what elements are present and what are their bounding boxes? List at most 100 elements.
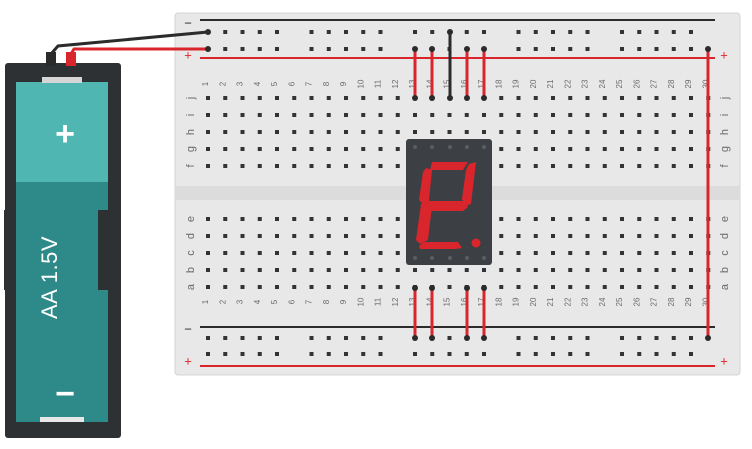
- breadboard-hole[interactable]: [275, 130, 279, 134]
- breadboard-hole[interactable]: [568, 147, 573, 151]
- breadboard-hole[interactable]: [378, 251, 383, 255]
- breadboard-hole[interactable]: [533, 352, 538, 356]
- breadboard-hole[interactable]: [516, 285, 521, 289]
- breadboard-hole[interactable]: [671, 164, 676, 168]
- breadboard-hole[interactable]: [620, 47, 624, 51]
- breadboard-hole[interactable]: [344, 47, 348, 51]
- breadboard-hole[interactable]: [447, 113, 452, 117]
- breadboard-hole[interactable]: [464, 30, 469, 34]
- breadboard-hole[interactable]: [585, 47, 590, 51]
- breadboard-hole[interactable]: [568, 285, 573, 289]
- breadboard-hole[interactable]: [671, 30, 676, 34]
- breadboard-hole[interactable]: [326, 251, 331, 255]
- breadboard-hole[interactable]: [602, 113, 607, 117]
- breadboard-hole[interactable]: [240, 96, 245, 100]
- breadboard-hole[interactable]: [654, 47, 659, 51]
- breadboard-hole[interactable]: [568, 30, 573, 34]
- breadboard-hole[interactable]: [551, 164, 555, 168]
- breadboard-hole[interactable]: [499, 251, 504, 255]
- breadboard-hole[interactable]: [654, 285, 659, 289]
- breadboard-hole[interactable]: [533, 130, 538, 134]
- breadboard-hole[interactable]: [620, 352, 624, 356]
- breadboard-hole[interactable]: [568, 217, 573, 221]
- breadboard-hole[interactable]: [533, 336, 538, 340]
- breadboard-hole[interactable]: [671, 352, 676, 356]
- breadboard-hole[interactable]: [240, 251, 245, 255]
- breadboard-hole[interactable]: [361, 217, 366, 221]
- breadboard-hole[interactable]: [292, 164, 297, 168]
- breadboard-hole[interactable]: [689, 251, 693, 255]
- breadboard-hole[interactable]: [257, 268, 262, 272]
- seven-segment-display[interactable]: [406, 139, 492, 265]
- breadboard-hole[interactable]: [413, 352, 417, 356]
- breadboard-hole[interactable]: [637, 30, 642, 34]
- breadboard-hole[interactable]: [533, 268, 538, 272]
- breadboard-hole[interactable]: [551, 234, 555, 238]
- breadboard-hole[interactable]: [585, 234, 590, 238]
- breadboard-hole[interactable]: [344, 96, 348, 100]
- breadboard-hole[interactable]: [585, 217, 590, 221]
- breadboard-hole[interactable]: [240, 147, 245, 151]
- breadboard-hole[interactable]: [671, 147, 676, 151]
- battery-negative-terminal[interactable]: [46, 52, 56, 66]
- breadboard-hole[interactable]: [654, 251, 659, 255]
- breadboard-hole[interactable]: [240, 164, 245, 168]
- breadboard-hole[interactable]: [344, 113, 348, 117]
- breadboard-hole[interactable]: [223, 352, 228, 356]
- breadboard-hole[interactable]: [206, 268, 210, 272]
- breadboard-hole[interactable]: [447, 130, 452, 134]
- breadboard-hole[interactable]: [568, 268, 573, 272]
- breadboard-hole[interactable]: [240, 285, 245, 289]
- breadboard-hole[interactable]: [326, 30, 331, 34]
- breadboard-hole[interactable]: [620, 217, 624, 221]
- breadboard-hole[interactable]: [378, 30, 383, 34]
- breadboard-hole[interactable]: [620, 285, 624, 289]
- breadboard-hole[interactable]: [275, 113, 279, 117]
- breadboard-hole[interactable]: [309, 96, 314, 100]
- breadboard-hole[interactable]: [533, 234, 538, 238]
- breadboard-hole[interactable]: [464, 130, 469, 134]
- breadboard-hole[interactable]: [257, 251, 262, 255]
- breadboard-hole[interactable]: [689, 30, 693, 34]
- breadboard-hole[interactable]: [620, 96, 624, 100]
- breadboard-hole[interactable]: [206, 336, 210, 340]
- breadboard-hole[interactable]: [430, 113, 435, 117]
- breadboard-hole[interactable]: [361, 30, 366, 34]
- breadboard-hole[interactable]: [637, 47, 642, 51]
- breadboard-hole[interactable]: [309, 234, 314, 238]
- breadboard-hole[interactable]: [568, 164, 573, 168]
- breadboard-hole[interactable]: [464, 352, 469, 356]
- breadboard-hole[interactable]: [378, 352, 383, 356]
- breadboard-hole[interactable]: [206, 234, 210, 238]
- breadboard-hole[interactable]: [499, 268, 504, 272]
- breadboard-hole[interactable]: [378, 96, 383, 100]
- breadboard-hole[interactable]: [326, 147, 331, 151]
- breadboard-hole[interactable]: [499, 130, 504, 134]
- breadboard-hole[interactable]: [654, 217, 659, 221]
- breadboard-hole[interactable]: [689, 164, 693, 168]
- breadboard-hole[interactable]: [637, 96, 642, 100]
- breadboard-hole[interactable]: [344, 285, 348, 289]
- breadboard-hole[interactable]: [620, 113, 624, 117]
- breadboard-hole[interactable]: [361, 130, 366, 134]
- breadboard-hole[interactable]: [240, 268, 245, 272]
- breadboard-hole[interactable]: [395, 130, 400, 134]
- breadboard-hole[interactable]: [585, 113, 590, 117]
- breadboard-hole[interactable]: [533, 47, 538, 51]
- breadboard-hole[interactable]: [292, 96, 297, 100]
- breadboard-hole[interactable]: [689, 47, 693, 51]
- breadboard-hole[interactable]: [620, 130, 624, 134]
- breadboard-hole[interactable]: [602, 268, 607, 272]
- breadboard-hole[interactable]: [654, 268, 659, 272]
- breadboard-hole[interactable]: [206, 352, 210, 356]
- breadboard-hole[interactable]: [344, 217, 348, 221]
- breadboard-hole[interactable]: [206, 251, 210, 255]
- breadboard-hole[interactable]: [499, 96, 504, 100]
- breadboard-hole[interactable]: [395, 96, 400, 100]
- breadboard-hole[interactable]: [257, 352, 262, 356]
- breadboard-hole[interactable]: [585, 268, 590, 272]
- breadboard-hole[interactable]: [206, 113, 210, 117]
- breadboard-hole[interactable]: [344, 147, 348, 151]
- breadboard-hole[interactable]: [620, 30, 624, 34]
- breadboard-hole[interactable]: [361, 251, 366, 255]
